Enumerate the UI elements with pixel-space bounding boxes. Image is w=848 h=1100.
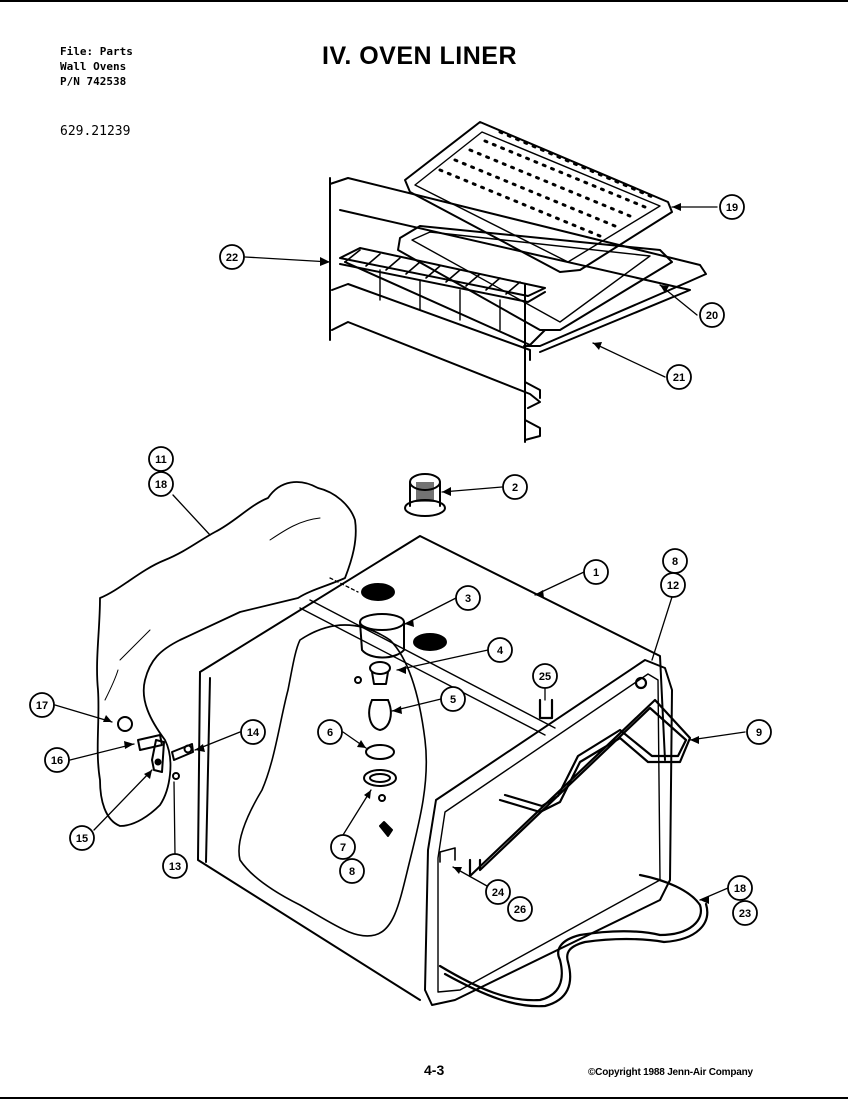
page-number: 4-3 [424,1062,445,1078]
document-meta: File: Parts Wall Ovens P/N 742538 [60,44,133,89]
callout-6: 6 [327,727,333,739]
page-title: IV. OVEN LINER [322,42,518,70]
oven-rack [329,121,707,443]
callout-2: 2 [512,482,518,494]
callout-3: 3 [465,593,471,605]
callout-17: 17 [36,700,48,712]
file-line: File: Parts [60,45,133,58]
hinge-hardware [117,716,194,780]
callout-1: 1 [593,567,599,579]
model-number: 629.21239 [60,124,131,139]
callout-21: 21 [673,372,685,384]
callout-labels: 19 22 20 21 11 18 2 1 8 12 3 4 25 5 9 17… [36,202,762,920]
callout-bubbles [29,194,772,926]
callout-5: 5 [450,694,456,706]
part-number-line: P/N 742538 [60,75,127,88]
broil-element [468,676,692,878]
callout-26: 26 [514,904,526,916]
light-socket-assembly [354,613,405,837]
callout-19: 19 [726,202,738,214]
callout-13: 13 [169,861,181,873]
callout-11: 11 [155,454,167,466]
callout-18-insulation: 18 [155,479,167,491]
callout-4: 4 [497,645,504,657]
callout-23: 23 [739,908,751,920]
callout-14: 14 [247,727,260,739]
callout-16: 16 [51,755,63,767]
callout-20: 20 [706,310,718,322]
callout-24: 24 [492,887,505,899]
callout-15: 15 [76,833,88,845]
leader-arrowheads [103,203,709,904]
callout-7: 7 [340,842,346,854]
callout-9: 9 [756,727,762,739]
oven-liner-box [197,535,673,1006]
callout-8-bottom: 8 [349,866,355,878]
product-line: Wall Ovens [60,60,127,73]
callout-22: 22 [226,252,238,264]
callout-25: 25 [539,671,551,683]
bottom-border-rule [0,1097,848,1099]
callout-8-top: 8 [672,556,678,568]
callout-12: 12 [667,580,679,592]
callout-18-element: 18 [734,883,746,895]
copyright-notice: ©Copyright 1988 Jenn-Air Company [588,1067,753,1078]
insulation-blanket [96,481,357,827]
top-border-rule [0,0,848,2]
light-bezel [404,473,446,517]
bake-element [438,847,709,1008]
